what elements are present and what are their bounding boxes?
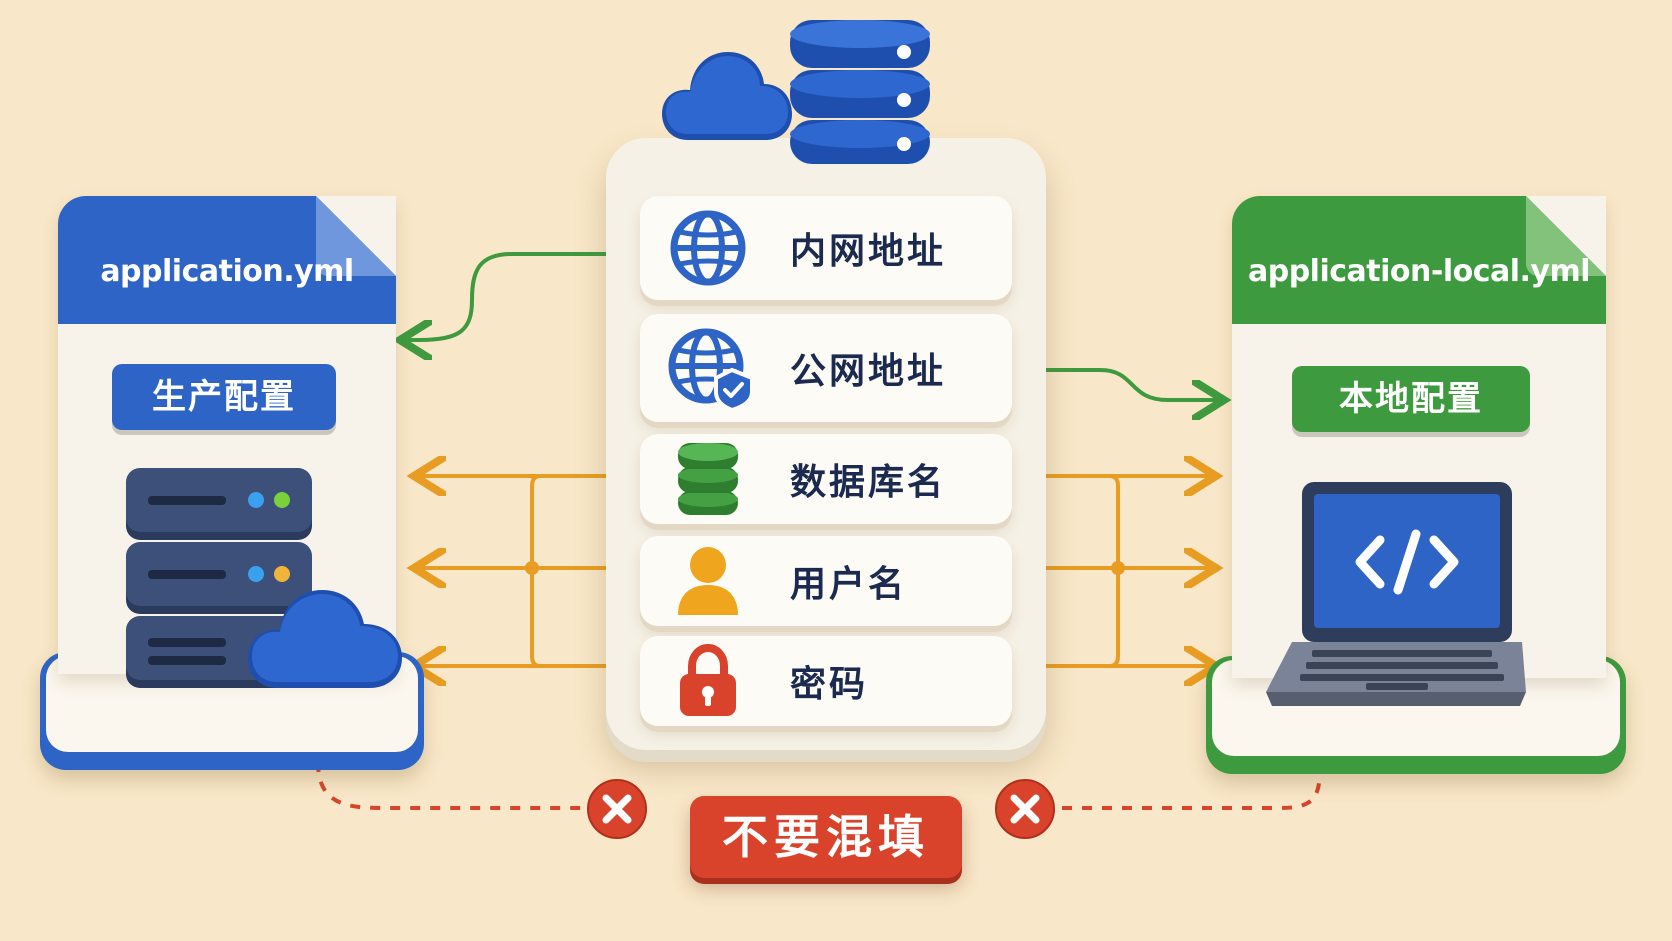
connector-internal-to-prod — [404, 247, 639, 340]
laptop-code-icon — [1266, 482, 1526, 706]
local-config-tag: 本地配置 — [1292, 366, 1530, 432]
user-icon — [678, 547, 738, 615]
prod-config-tag: 生产配置 — [112, 364, 336, 430]
field-row-database-name[interactable]: 数据库名 — [640, 434, 1012, 524]
field-label: 数据库名 — [790, 462, 947, 503]
field-label: 用户名 — [790, 564, 908, 605]
field-row-username[interactable]: 用户名 — [640, 536, 1012, 626]
database-icon — [790, 20, 930, 164]
server-rack-icon — [126, 468, 312, 688]
warning-label: 不要混填 — [690, 796, 962, 878]
field-row-public-address[interactable]: 公网地址 — [640, 314, 1012, 422]
close-icon — [587, 779, 647, 839]
local-file-name: application-local.yml — [1247, 254, 1591, 289]
warning-dashed-line — [316, 761, 1322, 810]
cloud-icon — [248, 590, 402, 688]
field-label: 密码 — [790, 664, 869, 705]
field-label: 公网地址 — [790, 351, 947, 392]
connector-shared-to-prod — [418, 470, 640, 672]
database-stack-icon — [678, 443, 738, 515]
prod-file-name: application.yml — [100, 254, 354, 289]
field-label: 内网地址 — [790, 231, 947, 272]
globe-badge-icon — [668, 328, 754, 410]
lock-icon — [680, 644, 736, 716]
field-row-password[interactable]: 密码 — [640, 636, 1012, 726]
field-row-internal-address[interactable]: 内网地址 — [640, 196, 1012, 300]
cloud-icon — [662, 52, 792, 140]
globe-icon — [670, 210, 746, 286]
close-icon — [995, 779, 1055, 839]
local-config-file[interactable]: application-local.yml — [1232, 196, 1606, 678]
